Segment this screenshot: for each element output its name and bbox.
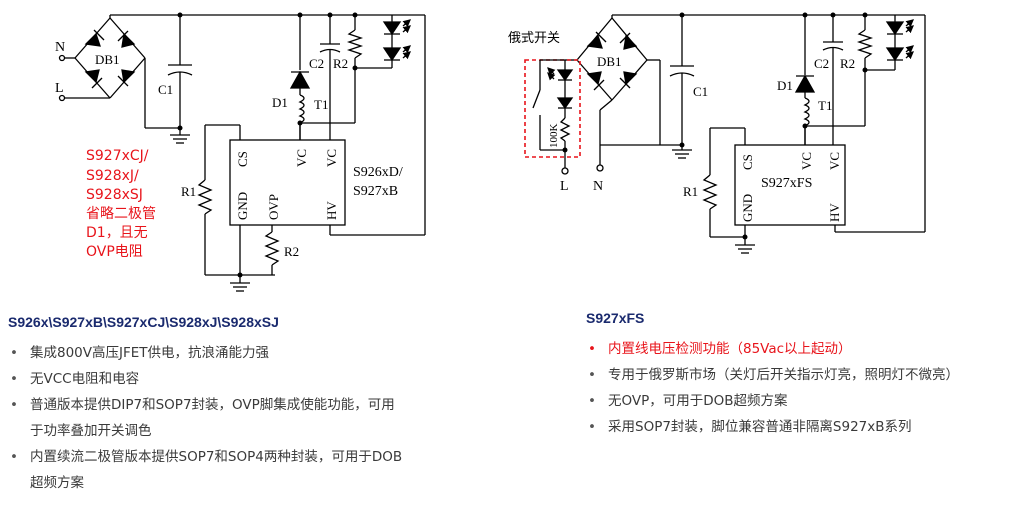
left-bullet-3: •普通版本提供DIP7和SOP7封装，OVP脚集成使能功能，可用 xyxy=(10,397,395,413)
left-note-line-2: S928xJ/ xyxy=(86,168,139,184)
right-r1-resistor xyxy=(702,174,718,210)
left-note-line-1: S927xCJ/ xyxy=(86,148,149,164)
right-feature-section: S927xFS •内置线电压检测功能（85Vac以上起动） •专用于俄罗斯市场（… xyxy=(586,310,1021,440)
left-ic-body xyxy=(229,139,346,226)
left-ic-pin-gnd: GND xyxy=(235,192,250,220)
left-n-label: N xyxy=(55,40,65,55)
right-r2-label: R2 xyxy=(840,56,855,71)
right-ic-pin-cs: CS xyxy=(740,154,755,170)
left-c2-capacitor xyxy=(319,15,341,123)
right-bullet-2-text: 专用于俄罗斯市场（关灯后开关指示灯亮，照明灯不微亮） xyxy=(608,367,959,383)
russian-switch-label: 俄式开关 xyxy=(508,31,560,46)
left-note-line-4: 省略二极管 xyxy=(86,206,156,222)
left-ic-pin-vc1: VC xyxy=(294,149,309,167)
left-bullet-3-cont: 于功率叠加开关调色 xyxy=(8,418,498,444)
right-t1-label: T1 xyxy=(818,98,832,113)
right-ic-body xyxy=(734,144,846,226)
left-c2-label: C2 xyxy=(309,56,324,71)
right-c1-capacitor xyxy=(600,15,695,159)
right-bullet-1: •内置线电压检测功能（85Vac以上起动） xyxy=(588,341,852,357)
right-db1-label: DB1 xyxy=(597,54,622,69)
right-section-title: S927xFS xyxy=(586,310,645,326)
right-ic-pin-gnd: GND xyxy=(740,194,755,222)
right-led-string xyxy=(833,15,914,127)
left-circuit xyxy=(58,12,426,292)
right-ic-pin-vc1: VC xyxy=(799,152,814,170)
left-r2-bottom-label: R2 xyxy=(284,244,299,259)
switch-100k-resistor xyxy=(559,117,571,142)
left-d1-diode xyxy=(289,15,311,95)
russian-switch-box xyxy=(524,59,581,158)
left-ic-pin-cs: CS xyxy=(235,151,250,167)
right-bullet-list: •内置线电压检测功能（85Vac以上起动） •专用于俄罗斯市场（关灯后开关指示灯… xyxy=(586,336,1021,440)
left-c1-capacitor xyxy=(144,15,193,144)
right-bullet-3: •无OVP，可用于DOB超频方案 xyxy=(588,393,788,409)
right-ic-part: S927xFS xyxy=(761,176,812,191)
left-r2-top-label: R2 xyxy=(333,56,348,71)
left-feature-section: S926x\S927xB\S927xCJ\S928xJ\S928xSJ •集成8… xyxy=(8,314,498,496)
right-bullet-4: •采用SOP7封装，脚位兼容普通非隔离S927xB系列 xyxy=(588,419,912,435)
right-d1-label: D1 xyxy=(777,78,793,93)
left-d1-label: D1 xyxy=(272,95,288,110)
left-bullet-4-cont-text: 超频方案 xyxy=(30,475,84,491)
left-r2-top-resistor xyxy=(346,15,364,68)
left-bullet-2: •无VCC电阻和电容 xyxy=(10,371,140,387)
left-bullet-4-text: 内置续流二极管版本提供SOP7和SOP4两种封装，可用于DOB xyxy=(30,449,403,465)
right-n-label: N xyxy=(593,179,603,194)
right-bullet-1-text: 内置线电压检测功能（85Vac以上起动） xyxy=(608,341,852,357)
left-circuit-labels: N L DB1 C1 C2 R2 D1 T1 R1 R2 CS VC VC GN… xyxy=(55,40,403,260)
right-bullet-3-text: 无OVP，可用于DOB超频方案 xyxy=(608,393,788,409)
left-bullet-1-text: 集成800V高压JFET供电，抗浪涌能力强 xyxy=(30,345,270,361)
left-bullet-4-cont: 超频方案 xyxy=(8,470,498,496)
left-led-string xyxy=(330,15,411,124)
left-bullet-2-text: 无VCC电阻和电容 xyxy=(30,371,140,387)
left-bullet-1: •集成800V高压JFET供电，抗浪涌能力强 xyxy=(10,345,270,361)
right-ic-pin-vc2: VC xyxy=(827,152,842,170)
left-t1-label: T1 xyxy=(314,97,328,112)
left-db1-label: DB1 xyxy=(95,52,120,67)
left-note-line-3: S928xSJ xyxy=(86,187,143,203)
right-c1-label: C1 xyxy=(693,84,708,99)
left-l-label: L xyxy=(55,81,64,96)
right-ic-pin-hv: HV xyxy=(827,203,842,222)
left-bullet-3-cont-text: 于功率叠加开关调色 xyxy=(30,423,152,439)
left-c1-label: C1 xyxy=(158,82,173,97)
left-r1-label: R1 xyxy=(181,184,196,199)
left-ic-pin-vc2: VC xyxy=(324,149,339,167)
right-c2-capacitor xyxy=(822,15,844,126)
left-bullet-3-text: 普通版本提供DIP7和SOP7封装，OVP脚集成使能功能，可用 xyxy=(30,397,395,413)
left-r1-resistor xyxy=(197,179,213,215)
left-ic-part-line2: S927xB xyxy=(353,184,398,199)
left-r2-bottom-resistor xyxy=(264,231,280,266)
right-d1-diode xyxy=(794,15,816,98)
left-bridge-rectifier xyxy=(74,17,146,99)
right-c2-label: C2 xyxy=(814,56,829,71)
right-l-label: L xyxy=(560,179,569,194)
left-note-line-6: OVP电阻 xyxy=(86,244,143,260)
left-section-title: S926x\S927xB\S927xCJ\S928xJ\S928xSJ xyxy=(8,314,279,330)
left-ic-pin-ovp: OVP xyxy=(266,194,281,220)
switch-100k-label: 100K xyxy=(548,124,560,149)
right-circuit xyxy=(524,12,926,254)
right-bridge-rectifier xyxy=(576,17,648,101)
left-note-line-5: D1，且无 xyxy=(86,225,148,241)
left-ic-pin-hv: HV xyxy=(324,201,339,220)
right-bullet-4-text: 采用SOP7封装，脚位兼容普通非隔离S927xB系列 xyxy=(608,419,912,435)
left-ic-part-line1: S926xD/ xyxy=(353,165,403,180)
left-bullet-list: •集成800V高压JFET供电，抗浪涌能力强 •无VCC电阻和电容 •普通版本提… xyxy=(8,340,498,496)
right-r2-resistor xyxy=(856,15,874,70)
right-bullet-2: •专用于俄罗斯市场（关灯后开关指示灯亮，照明灯不微亮） xyxy=(588,367,959,383)
right-r1-label: R1 xyxy=(683,184,698,199)
right-circuit-labels: 俄式开关 DB1 C1 C2 R2 D1 T1 R1 100K L N CS V… xyxy=(508,31,855,222)
left-bullet-4: •内置续流二极管版本提供SOP7和SOP4两种封装，可用于DOB xyxy=(10,449,403,465)
